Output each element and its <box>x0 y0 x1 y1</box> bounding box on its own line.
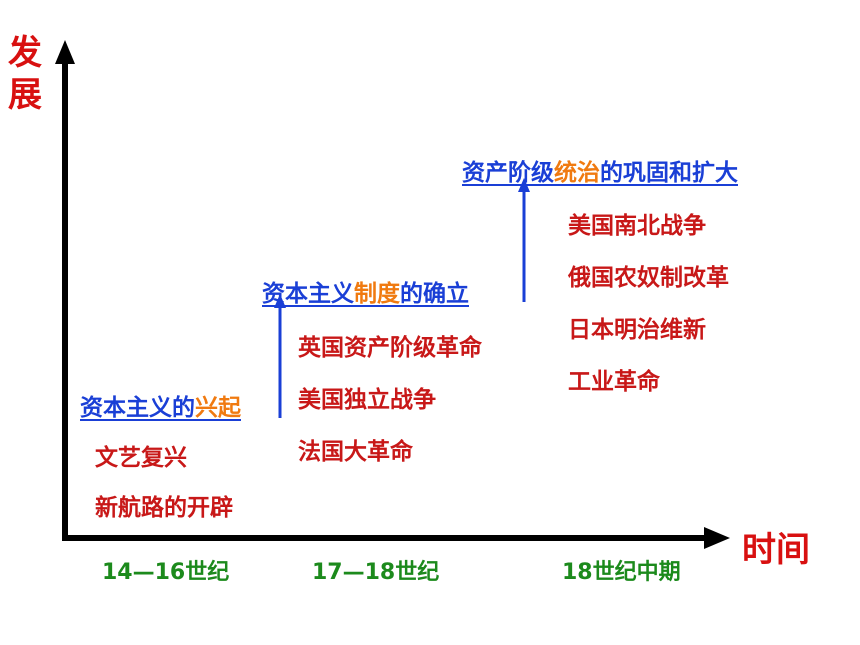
x-axis-arrow-icon <box>704 527 730 549</box>
stage1-event-1: 文艺复兴 <box>95 445 187 471</box>
stage2-title-highlight: 制度 <box>354 281 400 307</box>
stage3-event-4: 工业革命 <box>568 369 660 395</box>
stage3-title: 资产阶级统治的巩固和扩大 <box>462 153 738 187</box>
stage2-event-1: 英国资产阶级革命 <box>298 335 482 361</box>
stage3-event-3: 日本明治维新 <box>568 317 706 343</box>
stage1-event-2: 新航路的开辟 <box>95 495 233 521</box>
period-label-3: 18世纪中期 <box>562 560 681 585</box>
stage3-event-2: 俄国农奴制改革 <box>568 265 729 291</box>
stage3-title-highlight: 统治 <box>554 160 600 186</box>
period-label-2: 17—18世纪 <box>312 560 440 585</box>
period-label-1: 14—16世纪 <box>102 560 230 585</box>
x-axis-label: 时间 <box>742 530 810 570</box>
y-axis-label: 发 展 <box>8 32 42 116</box>
y-axis-arrow-icon <box>55 40 75 64</box>
stage2-title: 资本主义制度的确立 <box>262 274 469 308</box>
stage3-title-post: 的巩固和扩大 <box>600 160 738 186</box>
y-axis-label-line2: 展 <box>8 75 42 115</box>
stage1-title-pre: 资本主义的 <box>80 395 195 421</box>
connector-arrow-icon-1 <box>274 294 286 308</box>
connector-arrow-icon-2 <box>518 178 530 192</box>
stage2-event-3: 法国大革命 <box>298 439 413 465</box>
stage2-title-pre: 资本主义 <box>262 281 354 307</box>
stage2-event-2: 美国独立战争 <box>298 387 436 413</box>
stage2-title-post: 的确立 <box>400 281 469 307</box>
stage1-title: 资本主义的兴起 <box>80 388 241 422</box>
y-axis-label-line1: 发 <box>8 33 42 73</box>
stage1-title-highlight: 兴起 <box>195 395 241 421</box>
stage3-title-pre: 资产阶级 <box>462 160 554 186</box>
stage3-event-1: 美国南北战争 <box>568 213 706 239</box>
